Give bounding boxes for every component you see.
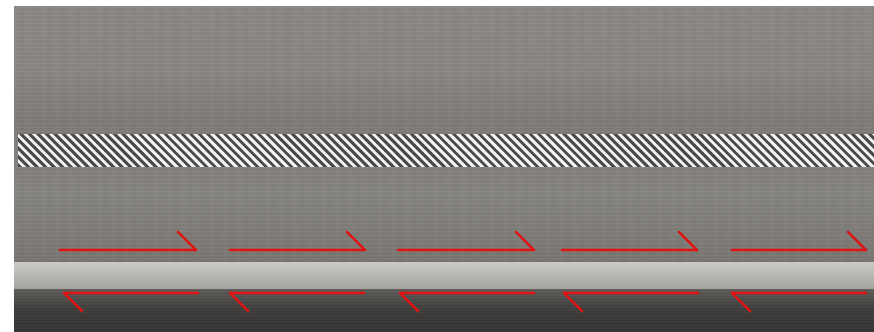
left-arrow-marker [64,293,198,311]
right-arrow-marker [562,232,697,250]
left-arrow-marker [564,293,698,311]
right-arrow-marker [60,232,196,250]
right-arrow-marker [732,232,866,250]
left-arrow-marker [400,293,534,311]
right-arrow-marker [230,232,365,250]
right-arrow-marker [398,232,534,250]
left-arrow-marker [732,293,866,311]
left-arrow-marker [230,293,364,311]
